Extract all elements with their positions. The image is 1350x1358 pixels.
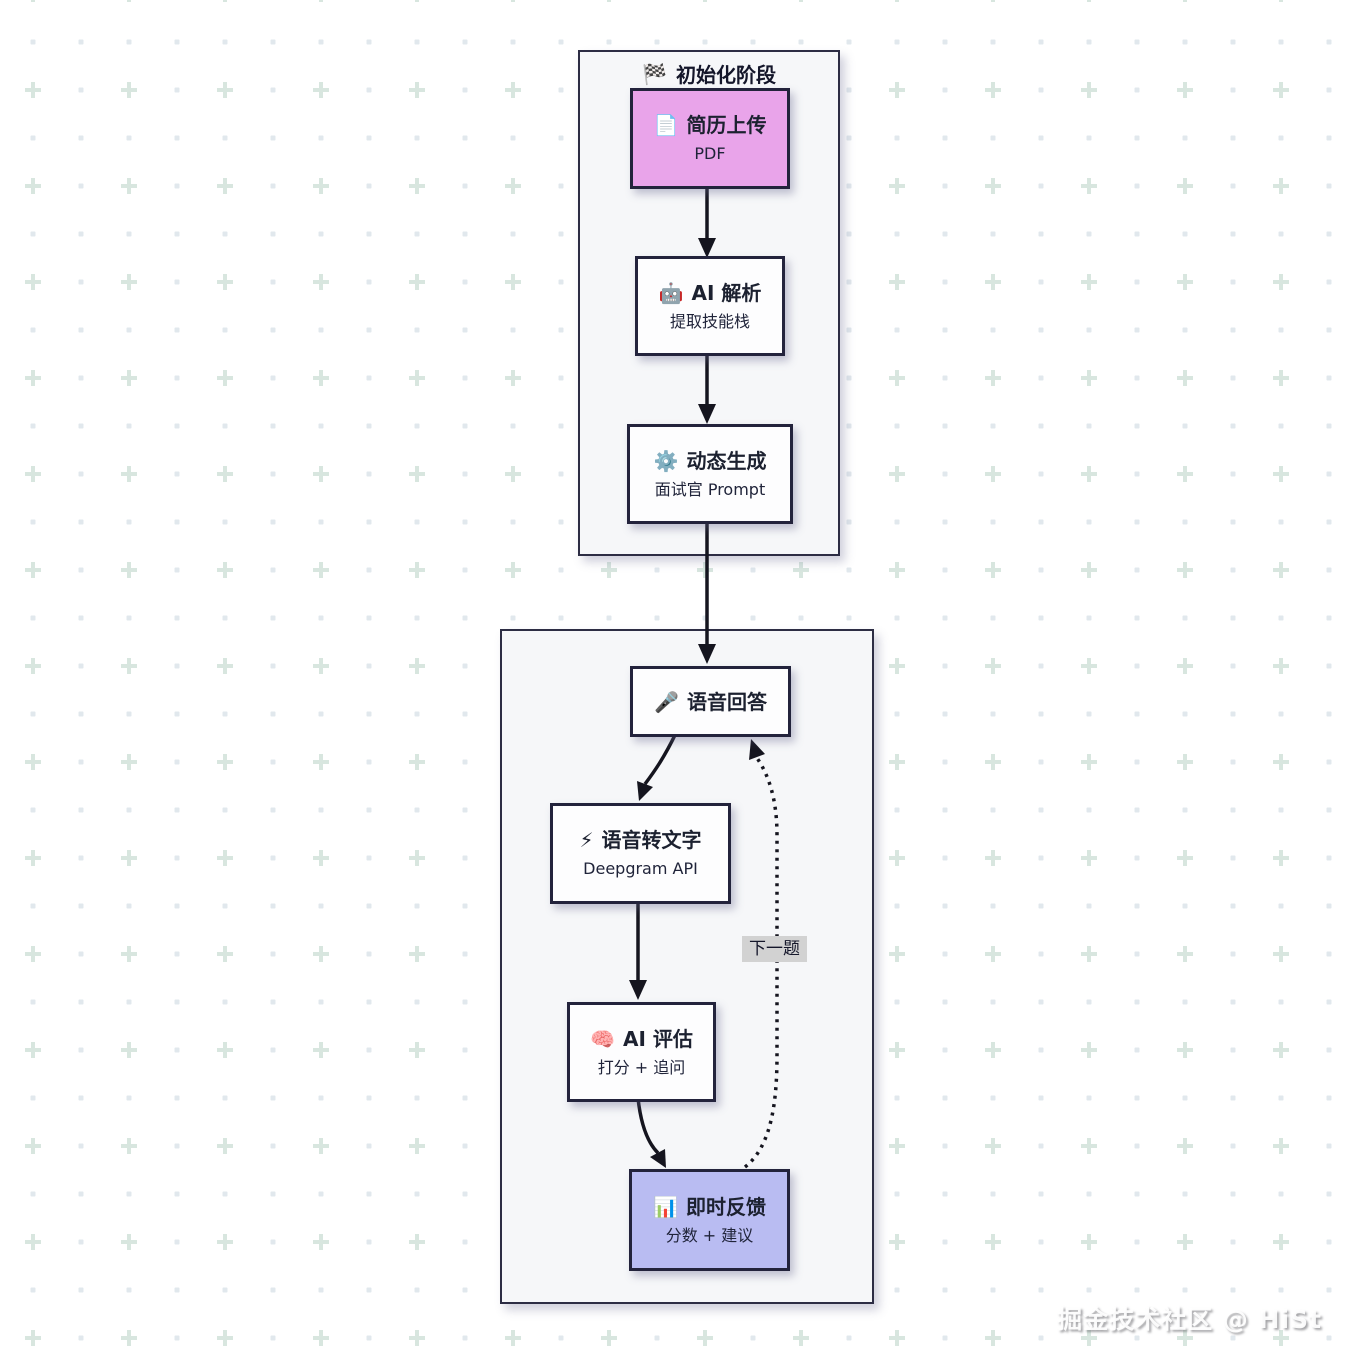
arrowhead-eval-to-feedback [650, 1149, 666, 1168]
bar-chart-icon: 📊 [653, 1194, 678, 1219]
node-ai-evaluate-title-row: 🧠 AI 评估 [590, 1028, 693, 1050]
arrow-voice-to-stt [643, 732, 678, 786]
robot-icon: 🤖 [658, 280, 684, 305]
node-ai-evaluate-subtitle: 打分 + 追问 [597, 1057, 686, 1077]
node-ai-evaluate-title: AI 评估 [623, 1026, 693, 1051]
node-speech-to-text-title-row: ⚡ 语音转文字 [579, 829, 701, 851]
node-resume-upload-title-row: 📄 简历上传 [654, 114, 767, 136]
edge-label-next-question: 下一题 [742, 936, 807, 963]
node-voice-answer: 🎤 语音回答 [630, 666, 791, 737]
node-resume-upload: 📄 简历上传 PDF [630, 88, 790, 189]
arrowhead-parse-to-prompt [698, 404, 716, 424]
arrowhead-stt-to-eval [629, 980, 647, 1000]
microphone-icon: 🎤 [654, 689, 679, 714]
node-voice-answer-title: 语音回答 [686, 689, 767, 714]
node-ai-parse-title: AI 解析 [691, 280, 762, 305]
node-voice-answer-title-row: 🎤 语音回答 [654, 691, 767, 713]
gear-icon: ⚙️ [653, 448, 679, 473]
node-ai-evaluate: 🧠 AI 评估 打分 + 追问 [567, 1002, 716, 1102]
arrowhead-next-question [749, 739, 765, 760]
node-instant-feedback-subtitle: 分数 + 建议 [665, 1225, 754, 1245]
arrow-eval-to-feedback [636, 1097, 660, 1155]
arrowhead-voice-to-stt [637, 781, 653, 801]
node-dynamic-prompt: ⚙️ 动态生成 面试官 Prompt [627, 424, 793, 524]
node-instant-feedback: 📊 即时反馈 分数 + 建议 [629, 1169, 790, 1271]
node-dynamic-prompt-subtitle: 面试官 Prompt [654, 479, 766, 499]
node-ai-parse-title-row: 🤖 AI 解析 [659, 282, 762, 304]
arrowhead-resume-to-parse [698, 238, 716, 258]
node-speech-to-text-title: 语音转文字 [601, 828, 702, 853]
node-resume-upload-subtitle: PDF [694, 144, 726, 164]
document-icon: 📄 [653, 113, 679, 138]
checkered-flag-icon: 🏁 [642, 61, 667, 86]
node-ai-parse-subtitle: 提取技能栈 [669, 311, 750, 331]
node-dynamic-prompt-title: 动态生成 [686, 448, 767, 473]
node-ai-parse: 🤖 AI 解析 提取技能栈 [635, 256, 785, 356]
node-dynamic-prompt-title-row: ⚙️ 动态生成 [654, 450, 767, 472]
node-resume-upload-title: 简历上传 [686, 113, 767, 138]
subgraph-initialization-label: 初始化阶段 [675, 63, 776, 87]
arrowhead-prompt-to-voice [698, 644, 716, 664]
watermark: 掘金技术社区 @ HiSt [1057, 1305, 1322, 1334]
node-instant-feedback-title: 即时反馈 [685, 1194, 766, 1219]
subgraph-initialization-title: 🏁 初始化阶段 [580, 59, 838, 88]
node-instant-feedback-title-row: 📊 即时反馈 [653, 1196, 766, 1218]
lightning-icon: ⚡ [579, 828, 594, 853]
brain-icon: 🧠 [590, 1026, 615, 1051]
dotted-arrow-next-question [743, 757, 779, 1169]
node-speech-to-text: ⚡ 语音转文字 Deepgram API [550, 803, 731, 904]
node-speech-to-text-subtitle: Deepgram API [583, 859, 698, 879]
